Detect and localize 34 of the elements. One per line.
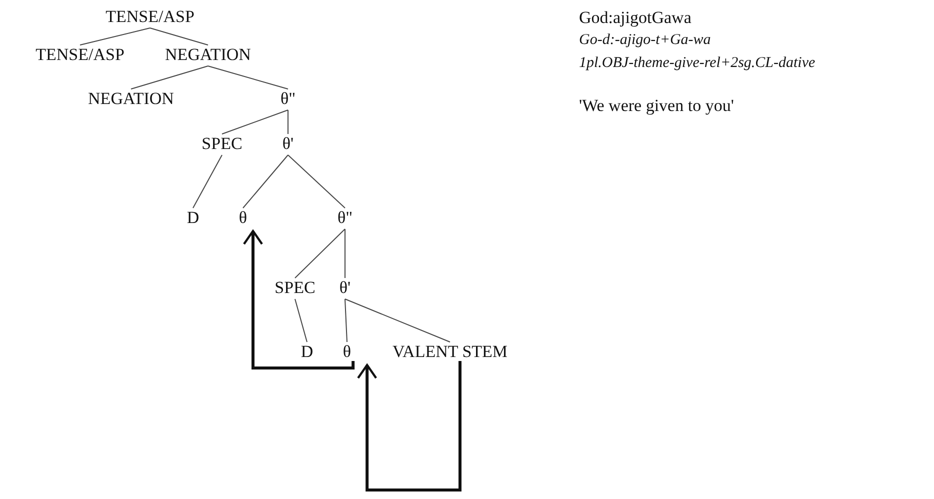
- tree-branch: [344, 228, 346, 278]
- tree-branch: [294, 228, 346, 278]
- tree-node-label: θ: [238, 209, 248, 227]
- tree-branch: [222, 110, 288, 134]
- tree-branch: [294, 298, 308, 342]
- tree-node-label: VALENT STEM: [392, 343, 508, 361]
- movement-arrow: [242, 230, 355, 370]
- tree-node-label: θ": [337, 209, 353, 227]
- tree-branch: [150, 28, 208, 46]
- tree-node-label: SPEC: [274, 279, 316, 297]
- tree-node-label: NEGATION: [88, 90, 174, 108]
- word-form: God:ajigotGawa: [579, 8, 692, 28]
- tree-branch: [344, 298, 450, 342]
- tree-branch: [242, 154, 288, 208]
- tree-branch: [192, 154, 222, 208]
- morpheme-breakdown: Go-d:-ajigo-t+Ga-wa: [579, 32, 711, 49]
- tree-branch: [130, 66, 208, 90]
- tree-branch: [208, 66, 288, 90]
- tree-node-label: θ': [282, 135, 294, 153]
- tree-node-label: TENSE/ASP: [36, 46, 124, 64]
- tree-node-label: θ": [280, 90, 296, 108]
- tree-node-label: θ': [339, 279, 351, 297]
- translation: 'We were given to you': [579, 96, 734, 116]
- tree-node-label: D: [186, 209, 200, 227]
- tree-node-label: SPEC: [202, 135, 242, 153]
- tree-branch: [80, 28, 150, 46]
- tree-node-label: TENSE/ASP: [106, 8, 194, 26]
- tree-branch: [344, 298, 348, 342]
- tree-node-label: D: [300, 343, 314, 361]
- tree-node-label: NEGATION: [165, 46, 251, 64]
- tree-node-label: θ: [342, 343, 352, 361]
- morpheme-gloss: 1pl.OBJ-theme-give-rel+2sg.CL-dative: [579, 55, 816, 72]
- tree-branch: [288, 154, 346, 208]
- movement-arrow: [356, 361, 462, 492]
